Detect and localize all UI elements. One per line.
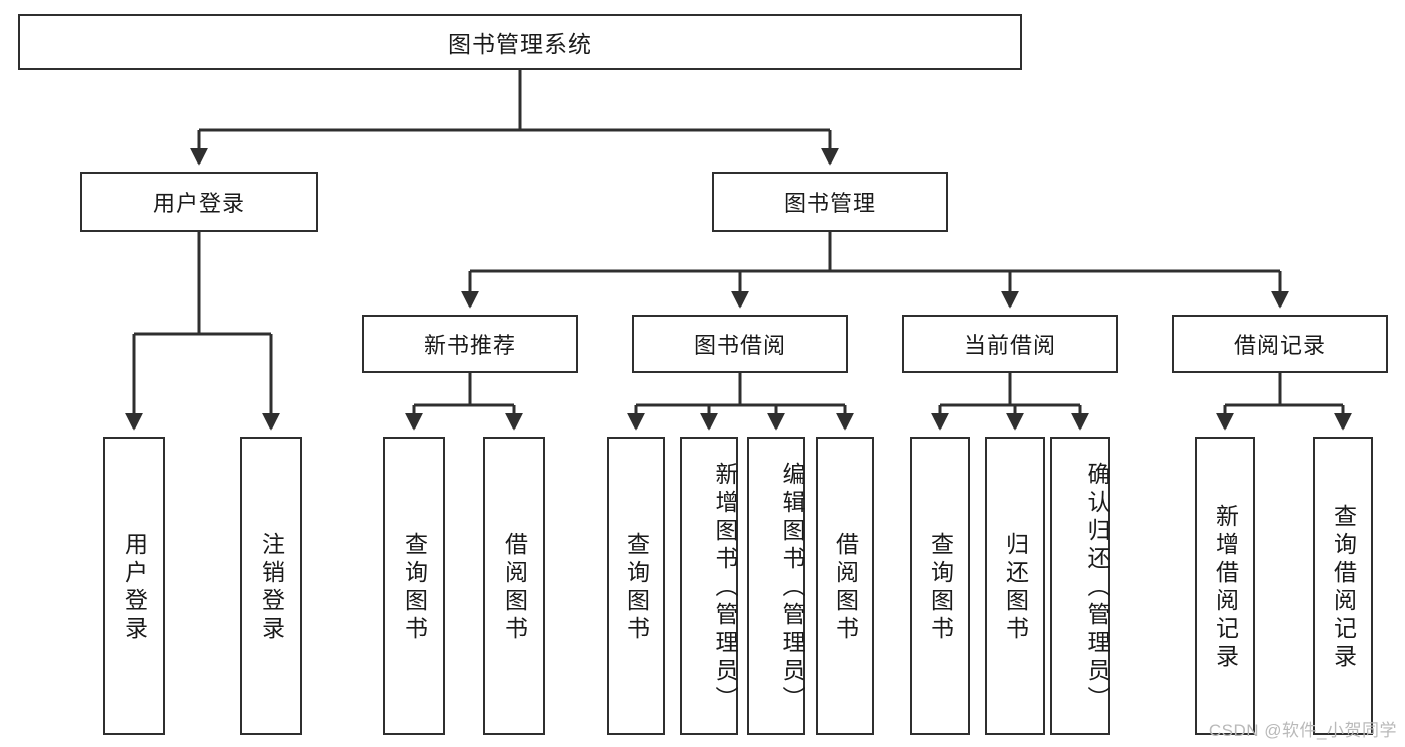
node-root-system: 图书管理系统 [18, 14, 1022, 70]
leaf-user-logout: 注销登录 [240, 437, 302, 735]
node-new-book-recommend: 新书推荐 [362, 315, 578, 373]
leaf-user-login: 用户登录 [103, 437, 165, 735]
leaf-add-book-admin: 新增图书（管理员） [680, 437, 738, 735]
leaf-return-book: 归还图书 [985, 437, 1045, 735]
leaf-query-book-current: 查询图书 [910, 437, 970, 735]
leaf-query-book-borrow: 查询图书 [607, 437, 665, 735]
node-user-login: 用户登录 [80, 172, 318, 232]
leaf-borrow-book-recommend: 借阅图书 [483, 437, 545, 735]
leaf-borrow-book: 借阅图书 [816, 437, 874, 735]
leaf-confirm-return-admin: 确认归还（管理员） [1050, 437, 1110, 735]
leaf-add-borrow-record: 新增借阅记录 [1195, 437, 1255, 735]
leaf-edit-book-admin: 编辑图书（管理员） [747, 437, 805, 735]
leaf-query-book-recommend: 查询图书 [383, 437, 445, 735]
node-current-borrow: 当前借阅 [902, 315, 1118, 373]
node-book-management: 图书管理 [712, 172, 948, 232]
node-book-borrow: 图书借阅 [632, 315, 848, 373]
leaf-query-borrow-record: 查询借阅记录 [1313, 437, 1373, 735]
watermark-text: CSDN @软件_小贺同学 [1208, 721, 1397, 740]
node-borrow-record: 借阅记录 [1172, 315, 1388, 373]
